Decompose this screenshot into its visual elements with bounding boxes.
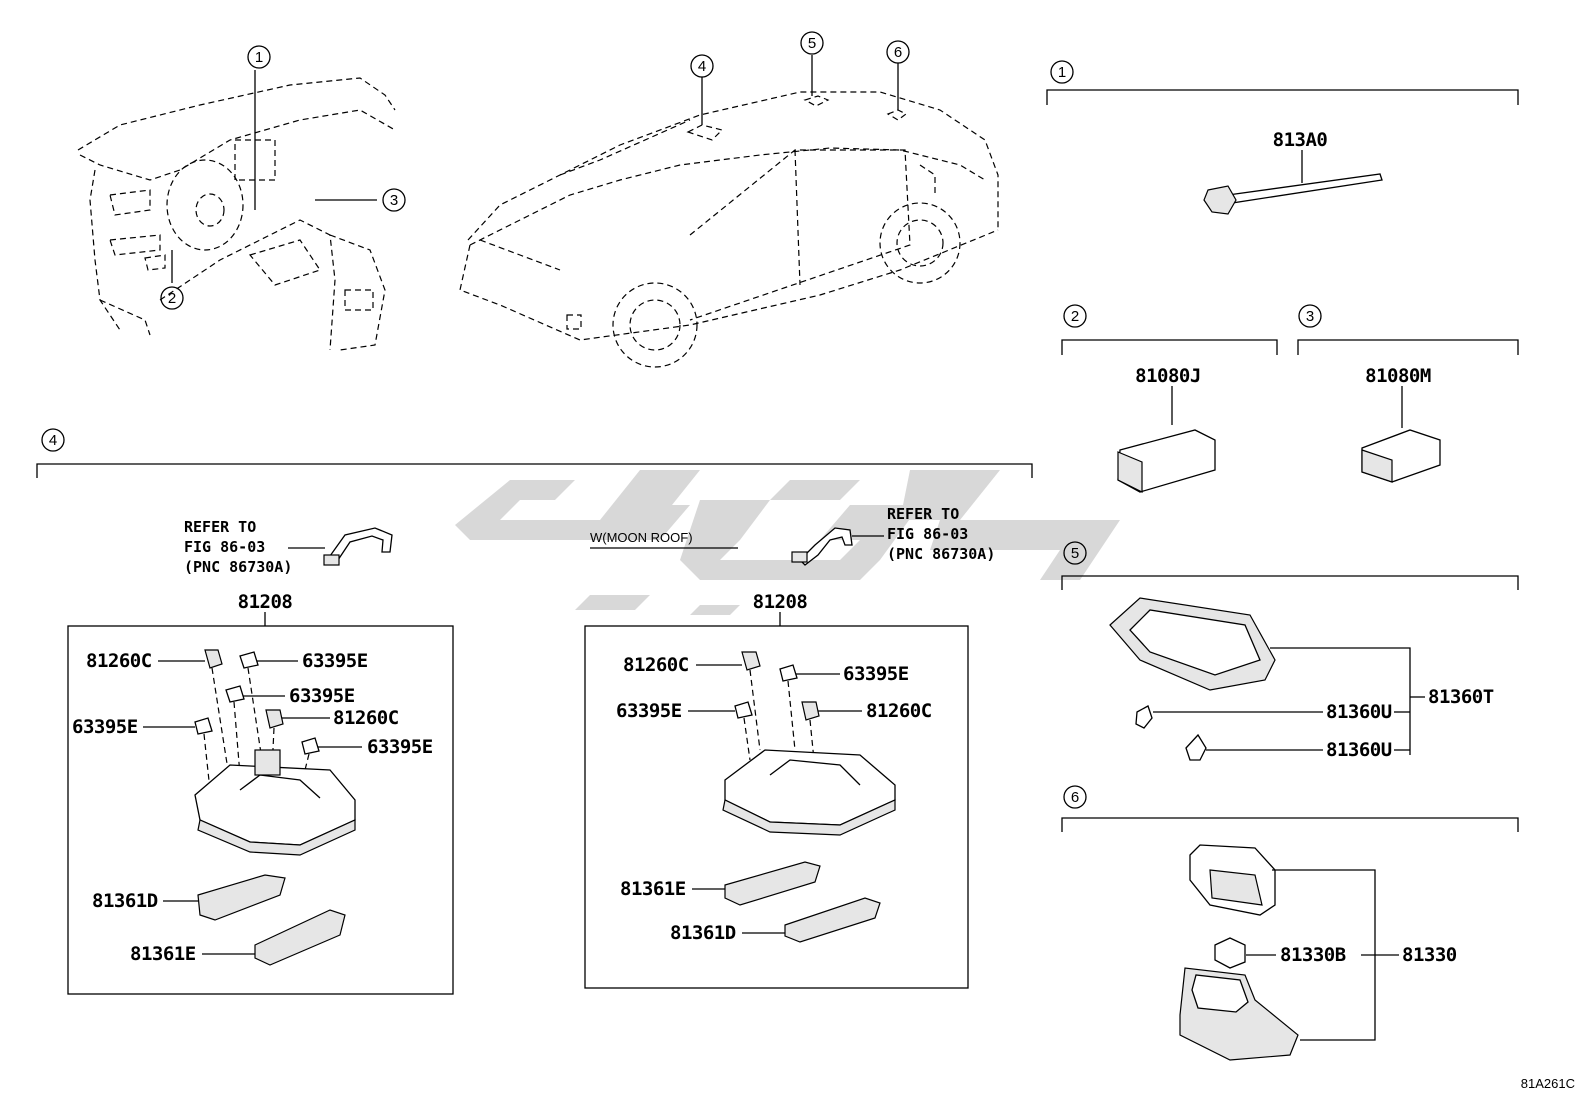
part-81330B[interactable]: 81330B [1280,944,1346,966]
part-81260C-a[interactable]: 81260C [86,650,152,672]
part-81361D[interactable]: 81361D [92,890,158,912]
part-81260C-d[interactable]: 81260C [866,700,932,722]
part-81330[interactable]: 81330 [1402,944,1457,966]
dashboard-illustration [77,70,396,351]
part-81208-left[interactable]: 81208 [238,591,293,613]
diagram-code: 81A261C [1521,1076,1575,1091]
part-81361D-right[interactable]: 81361D [670,922,736,944]
group-4-bracket: 4 [36,428,1033,478]
svg-text:2: 2 [1071,308,1079,325]
part-81360U-b[interactable]: 81360U [1326,739,1392,761]
callout-1-top: 1 [247,45,271,69]
part-63395E-f[interactable]: 63395E [616,700,682,722]
callout-6-top: 6 [886,40,910,64]
group-2-sensor: 2 81080J [1061,304,1278,493]
part-81080J[interactable]: 81080J [1135,365,1201,387]
svg-text:1: 1 [255,49,263,66]
part-81360T[interactable]: 81360T [1428,686,1494,708]
part-81208-right[interactable]: 81208 [753,591,808,613]
refer-pnc: (PNC 86730A) [184,558,292,576]
refer-text: REFER TO [184,518,256,536]
group-3-sensor: 3 81080M [1297,304,1519,483]
part-81260C-c[interactable]: 81260C [623,654,689,676]
refer-fig-right[interactable]: FIG 86-03 [887,525,968,543]
part-81260C-b[interactable]: 81260C [333,707,399,729]
svg-text:6: 6 [1071,789,1079,806]
refer-text-right: REFER TO [887,505,959,523]
svg-text:4: 4 [49,432,57,449]
svg-text:6: 6 [894,44,902,61]
group-4-right: W(MOON ROOF) REFER TO FIG 86-03 (PNC 867… [584,505,995,989]
refer-fig[interactable]: FIG 86-03 [184,538,265,556]
part-63395E-a[interactable]: 63395E [302,650,368,672]
car-illustration [459,55,999,368]
group-4-left: REFER TO FIG 86-03 (PNC 86730A) 81208 81… [67,518,454,995]
part-63395E-d[interactable]: 63395E [367,736,433,758]
callout-3-top: 3 [382,188,406,212]
part-63395E-e[interactable]: 63395E [843,663,909,685]
svg-text:5: 5 [808,35,816,52]
group-6-luggage-lamp: 6 81330 81330B [1061,785,1519,1061]
part-81361E-right[interactable]: 81361E [620,878,686,900]
callout-4-top: 4 [690,54,714,78]
part-813A0[interactable]: 813A0 [1273,129,1328,151]
part-81080M[interactable]: 81080M [1365,365,1431,387]
callout-5-top: 5 [800,31,824,55]
svg-text:4: 4 [698,58,706,75]
part-63395E-b[interactable]: 63395E [289,685,355,707]
moon-roof-condition: W(MOON ROOF) [590,530,693,545]
part-63395E-c[interactable]: 63395E [72,716,138,738]
svg-text:1: 1 [1058,64,1066,81]
svg-text:2: 2 [168,290,176,307]
callout-2-top: 2 [160,286,184,310]
part-81361E-left[interactable]: 81361E [130,943,196,965]
part-81360U-a[interactable]: 81360U [1326,701,1392,723]
refer-pnc-right: (PNC 86730A) [887,545,995,563]
group-1-wire: 1 813A0 [1046,60,1519,215]
svg-text:5: 5 [1071,545,1079,562]
svg-text:3: 3 [1306,308,1314,325]
watermark-logo [455,470,1120,615]
svg-text:3: 3 [390,192,398,209]
group-5-map-lamp: 5 81360T 81360U 81360U [1061,541,1519,761]
